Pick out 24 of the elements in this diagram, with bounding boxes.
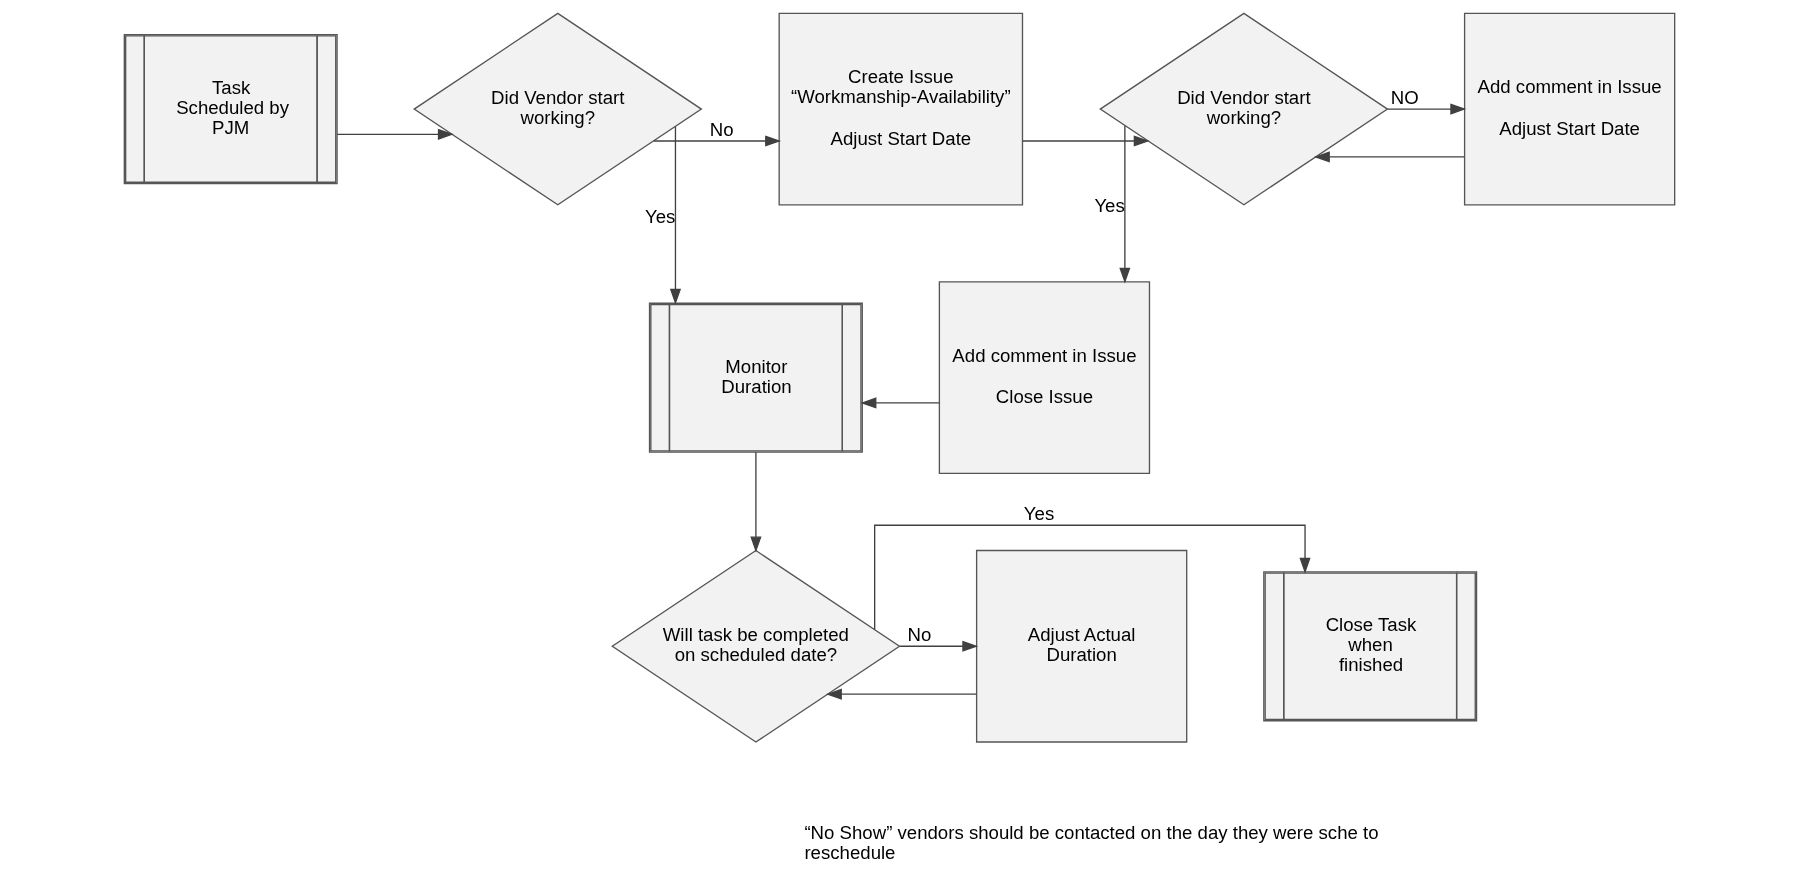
label: “No Show” vendors should be contacted on the day they were sche to reschedule [803, 822, 1379, 864]
edge-label: Yes [1023, 503, 1054, 525]
edge-label: No [709, 118, 734, 140]
node-box: Add comment in Issue Close Issue [938, 281, 1150, 475]
node-box: Create Issue “Workmanship-Availability” Adjust Start Date [778, 12, 1023, 206]
arrow [873, 524, 1311, 631]
arrow [336, 128, 454, 140]
arrow [825, 688, 977, 700]
arrow [1313, 151, 1465, 163]
node-box: Add comment in Issue Adjust Start Date [1463, 12, 1675, 206]
edge-label: Yes [644, 206, 675, 228]
arrow [652, 135, 781, 147]
arrow [669, 126, 681, 305]
node-diamond: Did Vendor start working? [412, 12, 703, 206]
node-box: Adjust Actual Duration [975, 549, 1187, 743]
arrow [898, 640, 978, 652]
arrow [1386, 103, 1466, 115]
arrow [1118, 125, 1130, 284]
node-diamond: Will task be completed on scheduled date? [610, 549, 901, 743]
arrow [1021, 135, 1150, 147]
edge-label: No [906, 624, 931, 646]
arrow [749, 451, 761, 553]
arrow [859, 397, 940, 409]
edge-label: NO [1390, 87, 1419, 109]
